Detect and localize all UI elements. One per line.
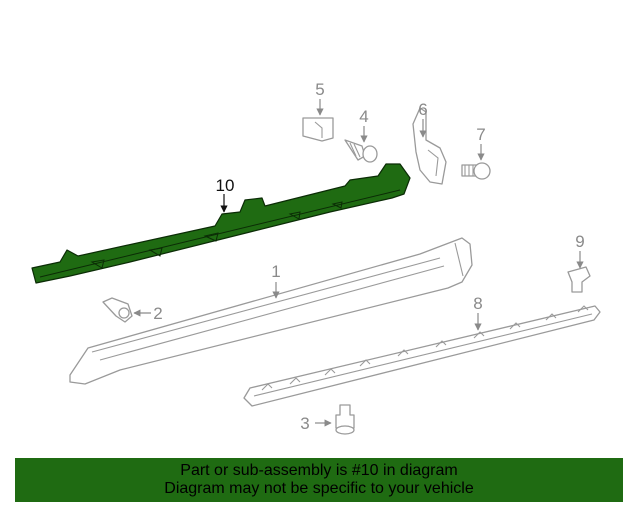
banner-line-2: Diagram may not be specific to your vehi… (164, 480, 474, 497)
callout-7: 7 (476, 125, 485, 144)
part-10-reinforcement[interactable] (31, 163, 411, 284)
part-9-retainer[interactable] (567, 266, 591, 293)
part-3-push-clip[interactable] (335, 404, 355, 435)
leader-lines (133, 99, 584, 427)
part-8-garnish-strip[interactable] (243, 305, 601, 407)
callout-4: 4 (359, 107, 368, 126)
callout-8: 8 (473, 294, 482, 313)
callout-9: 9 (575, 232, 584, 251)
info-banner: Part or sub-assembly is #10 in diagram D… (15, 458, 623, 502)
part-2-clip[interactable] (102, 297, 133, 323)
callout-5: 5 (315, 80, 324, 99)
garnish-clips (261, 305, 589, 391)
callout-10: 10 (216, 176, 235, 195)
callout-6: 6 (418, 100, 427, 119)
part-4-screw[interactable] (344, 139, 378, 163)
part-5-nut[interactable] (302, 117, 334, 142)
callout-1: 1 (271, 262, 280, 281)
callout-3: 3 (300, 414, 309, 433)
part-7-bolt[interactable] (461, 162, 491, 180)
callout-2: 2 (153, 304, 162, 323)
banner-line-1: Part or sub-assembly is #10 in diagram (180, 462, 458, 479)
part-6-bracket[interactable] (412, 107, 447, 185)
part-1-rocker-panel[interactable] (69, 237, 473, 385)
